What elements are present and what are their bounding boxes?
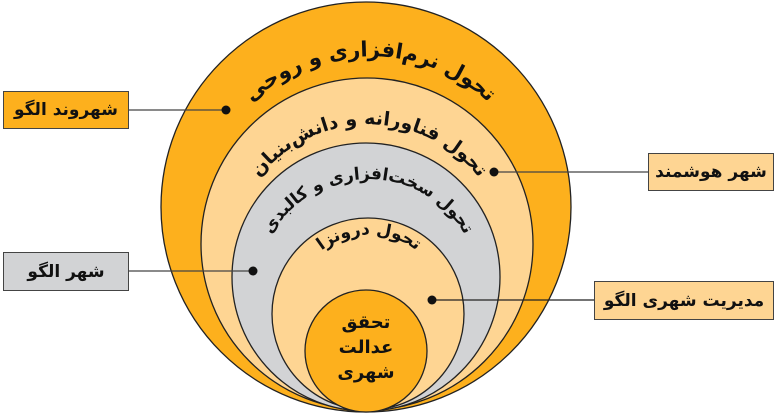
- connector-dot-urban-management: [427, 295, 437, 305]
- callout-urban-management-label: مدیریت شهری الگو: [603, 290, 765, 311]
- callout-model-city: شهر الگو: [3, 252, 129, 291]
- ring-5-urban-justice: [304, 289, 428, 413]
- callout-smart-city-label: شهر هوشمند: [655, 162, 767, 182]
- callout-model-city-label: شهر الگو: [27, 261, 105, 282]
- center-line-2: عدالت: [338, 337, 394, 358]
- callout-urban-management: مدیریت شهری الگو: [594, 281, 774, 320]
- callout-citizen-label: شهروند الگو: [14, 100, 118, 120]
- callout-citizen: شهروند الگو: [3, 91, 129, 129]
- connector-dot-citizen: [221, 105, 231, 115]
- connector-dot-model-city: [248, 266, 258, 276]
- urban-justice-label: تحقق عدالت شهری: [306, 310, 426, 385]
- center-line-1: تحقق: [341, 312, 391, 333]
- connector-dot-smart-city: [489, 167, 499, 177]
- callout-smart-city: شهر هوشمند: [648, 153, 774, 191]
- center-line-3: شهری: [337, 362, 395, 383]
